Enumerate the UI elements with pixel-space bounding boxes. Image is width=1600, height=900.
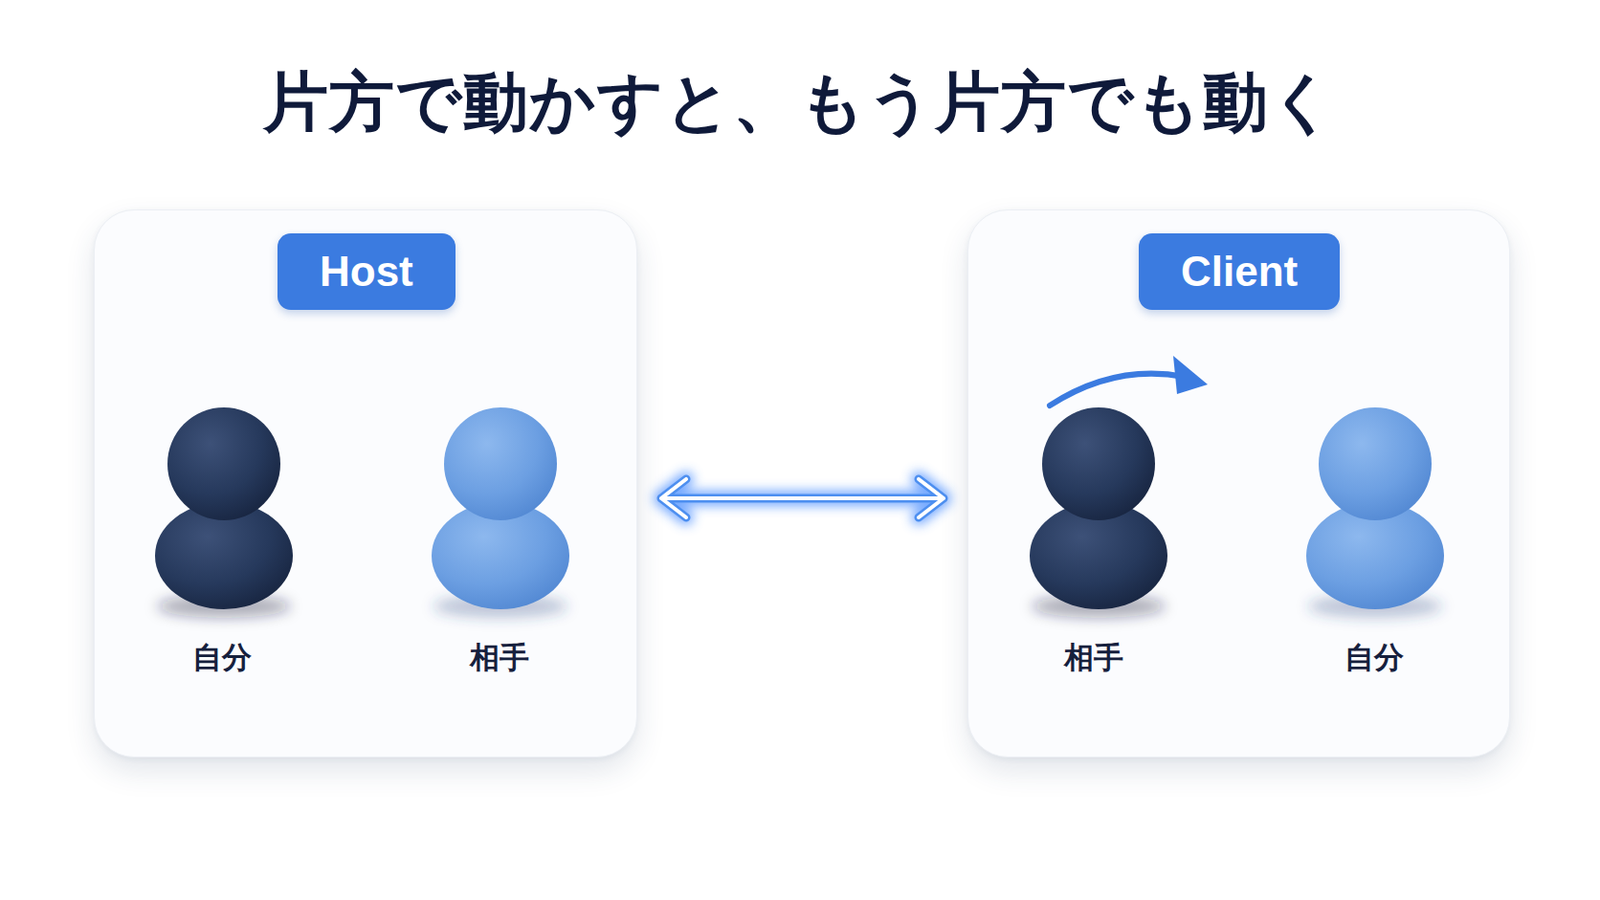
- title: 片方で動かすと、もう片方でも動く: [0, 59, 1600, 147]
- figure-label: 相手: [469, 638, 530, 679]
- figure-label: 自分: [1344, 638, 1404, 679]
- figure-label: 相手: [1064, 638, 1124, 679]
- figure-label: 自分: [192, 638, 252, 679]
- role-badge: Host: [277, 233, 456, 311]
- sync-arrow: [661, 479, 944, 518]
- role-badge: Client: [1138, 233, 1340, 311]
